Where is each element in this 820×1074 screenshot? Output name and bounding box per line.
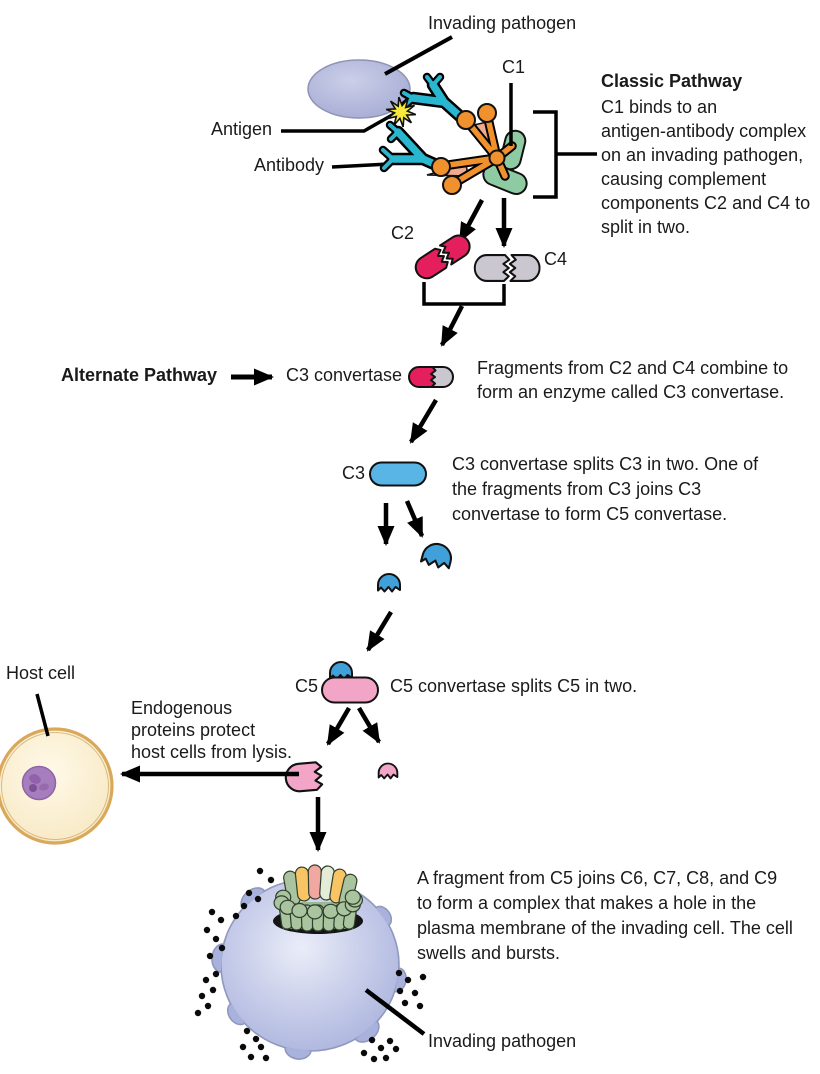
c5-convertase-blue-cap (329, 661, 353, 681)
label-c2: C2 (391, 223, 415, 243)
pointer-host-cell (35, 693, 50, 737)
text-line: plasma membrane of the invading cell. Th… (417, 918, 793, 938)
text-line: host cells from lysis. (131, 742, 293, 762)
label-antigen: Antigen (211, 119, 273, 139)
c5-pill (321, 676, 379, 704)
text-line: split in two. (601, 217, 691, 237)
arrow (326, 706, 351, 746)
antigen-star-icon (385, 96, 417, 128)
host-cell (0, 727, 114, 845)
c3-convertase-pill (408, 366, 454, 388)
c3-fragment-large (419, 542, 452, 570)
text-line: swells and bursts. (417, 943, 561, 963)
c3-fragment-small (377, 573, 401, 593)
c1-globule (431, 157, 451, 177)
label-invading-pathogen-top: Invading pathogen (428, 13, 577, 33)
c1-globule (456, 110, 476, 130)
bracket-c2c4 (422, 282, 506, 306)
text-line: causing complement (601, 169, 767, 189)
label-c1: C1 (502, 57, 526, 77)
pointer-invading-bottom (364, 988, 426, 1036)
c2-pill (414, 234, 471, 280)
c3-pill (369, 461, 427, 487)
antibody-icon-upper (399, 72, 470, 126)
c3-split-text: C3 convertase splits C3 in two. One of t… (452, 452, 758, 527)
arrow (458, 198, 484, 243)
label-c5: C5 (295, 676, 319, 696)
pointer-antibody (331, 162, 389, 169)
c5-convertase (321, 661, 379, 704)
label-invading-pathogen-bottom: Invading pathogen (428, 1031, 577, 1051)
classic-pathway-heading: Classic Pathway (601, 71, 743, 91)
pathogen-ellipse-top (307, 59, 411, 119)
antibody-icon-lower (378, 120, 448, 174)
c3-convertase-formation-text: Fragments from C2 and C4 combine to form… (477, 356, 788, 404)
c5-fragment-left (284, 761, 324, 793)
label-c4: C4 (544, 249, 568, 269)
c4-pill (473, 253, 541, 283)
mac-rim-balls (273, 889, 363, 920)
c5-split-text: C5 convertase splits C5 in two. (390, 676, 638, 696)
bracket-classic (533, 110, 558, 199)
label-host-cell: Host cell (6, 663, 76, 683)
text-line: Endogenous (131, 698, 233, 718)
c1-globule (477, 103, 497, 123)
label-alternate-pathway: Alternate Pathway (61, 365, 218, 385)
pointer-antigen (281, 112, 395, 133)
arrow (404, 500, 425, 538)
mac-text: A fragment from C5 joins C6, C7, C8, and… (417, 866, 793, 966)
label-antibody: Antibody (254, 155, 325, 175)
text-line: C3 convertase splits C3 in two. One of (452, 454, 759, 474)
c1-complex (426, 103, 528, 195)
arrow (357, 706, 381, 744)
text-line: the fragments from C3 joins C3 (452, 479, 702, 499)
mac-back-segments (283, 864, 358, 909)
label-c3-convertase: C3 convertase (286, 365, 403, 385)
text-line: C1 binds to an (601, 97, 718, 117)
text-line: Fragments from C2 and C4 combine to (477, 358, 789, 378)
classic-pathway-description: C1 binds to an antigen-antibody complex … (601, 95, 810, 239)
text-line: components C2 and C4 to (601, 193, 811, 213)
pointer-invading-top (384, 35, 453, 76)
c1-globule (442, 175, 462, 195)
arrow (366, 610, 393, 652)
text-line: form an enzyme called C3 convertase. (477, 382, 785, 402)
text-line: A fragment from C5 joins C6, C7, C8, and… (417, 868, 778, 888)
text-line: on an invading pathogen, (601, 145, 804, 165)
c1-arms (439, 111, 515, 187)
c5-fragment-right (377, 762, 399, 780)
endogenous-text: Endogenous proteins protect host cells f… (131, 697, 292, 763)
text-line: to form a complex that makes a hole in t… (417, 893, 757, 913)
text-line: proteins protect (131, 720, 256, 740)
pathogen-cell-bottom (194, 864, 427, 1063)
text-line: antigen-antibody complex (601, 121, 807, 141)
label-c3: C3 (342, 463, 366, 483)
mac-complex (273, 864, 363, 934)
arrow (439, 304, 465, 347)
arrow (409, 398, 438, 444)
text-line: convertase to form C5 convertase. (452, 504, 728, 524)
c1-hub (488, 149, 506, 167)
leak-dots (194, 867, 427, 1063)
